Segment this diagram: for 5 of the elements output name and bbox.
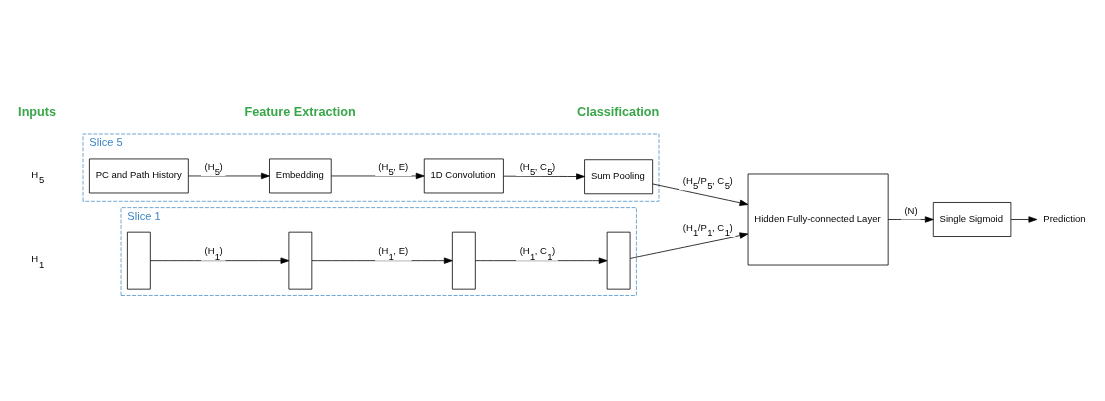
edge-label: (N) <box>904 205 918 217</box>
label: Classification <box>577 104 660 119</box>
label: Inputs <box>18 104 57 119</box>
label: Feature Extraction <box>244 104 356 119</box>
node-text: Prediction <box>1043 212 1086 224</box>
